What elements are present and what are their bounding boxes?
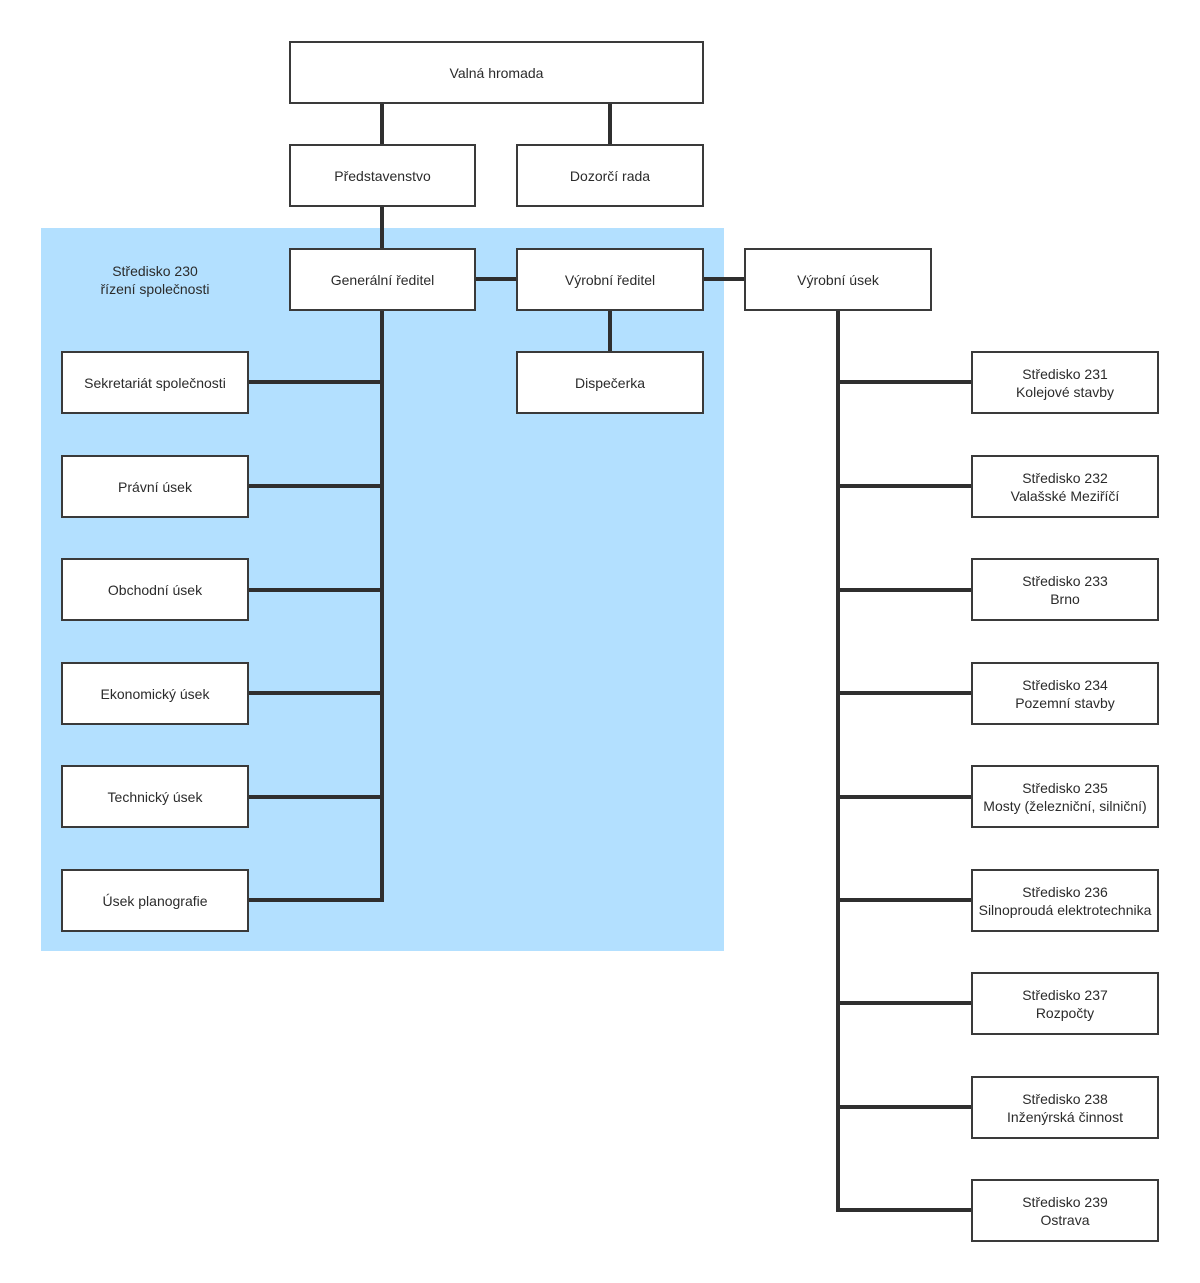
predstavenstvo-label: Představenstvo (334, 167, 431, 184)
center-code: Středisko 232 (1022, 469, 1108, 486)
center-name: Rozpočty (1035, 1004, 1095, 1021)
center-box-234: Středisko 234 Pozemní stavby (971, 662, 1159, 725)
region-label: Středisko 230 řízení společnosti (90, 262, 220, 298)
department-label: Obchodní úsek (107, 581, 203, 598)
center-box-232: Středisko 232 Valašské Meziříčí (971, 455, 1159, 518)
department-box: Obchodní úsek (61, 558, 249, 621)
department-box: Právní úsek (61, 455, 249, 518)
dozorci-rada-box: Dozorčí rada (516, 144, 704, 207)
center-code: Středisko 237 (1022, 986, 1108, 1003)
vyrobni-usek-label: Výrobní úsek (797, 271, 879, 288)
center-box-238: Středisko 238 Inženýrská činnost (971, 1076, 1159, 1139)
vyrobni-usek-box: Výrobní úsek (744, 248, 932, 311)
center-code: Středisko 234 (1022, 676, 1108, 693)
department-label: Sekretariát společnosti (84, 374, 226, 391)
center-name: Kolejové stavby (1015, 383, 1115, 400)
department-label: Úsek planografie (102, 892, 208, 909)
center-name: Brno (1050, 590, 1080, 607)
department-box: Technický úsek (61, 765, 249, 828)
department-box: Sekretariát společnosti (61, 351, 249, 414)
valna-hromada-box: Valná hromada (289, 41, 704, 104)
region-label-line2: řízení společnosti (100, 281, 210, 297)
center-name: Silnoproudá elektrotechnika (978, 901, 1152, 918)
department-label: Ekonomický úsek (100, 685, 210, 702)
department-box: Úsek planografie (61, 869, 249, 932)
vyrobni-reditel-box: Výrobní ředitel (516, 248, 704, 311)
center-name: Ostrava (1040, 1211, 1090, 1228)
center-name: Valašské Meziříčí (1010, 487, 1120, 504)
department-box: Ekonomický úsek (61, 662, 249, 725)
center-box-237: Středisko 237 Rozpočty (971, 972, 1159, 1035)
center-code: Středisko 239 (1022, 1193, 1108, 1210)
valna-hromada-label: Valná hromada (449, 64, 544, 81)
center-code: Středisko 233 (1022, 572, 1108, 589)
center-name: Pozemní stavby (1015, 694, 1115, 711)
dozorci-rada-label: Dozorčí rada (569, 167, 651, 184)
center-code: Středisko 236 (1022, 883, 1108, 900)
center-box-235: Středisko 235 Mosty (železniční, silničn… (971, 765, 1159, 828)
region-label-line1: Středisko 230 (112, 263, 198, 279)
department-label: Technický úsek (107, 788, 203, 805)
center-box-233: Středisko 233 Brno (971, 558, 1159, 621)
predstavenstvo-box: Představenstvo (289, 144, 476, 207)
center-box-236: Středisko 236 Silnoproudá elektrotechnik… (971, 869, 1159, 932)
center-box-231: Středisko 231 Kolejové stavby (971, 351, 1159, 414)
vyrobni-reditel-label: Výrobní ředitel (564, 271, 656, 288)
center-code: Středisko 238 (1022, 1090, 1108, 1107)
generalni-reditel-box: Generální ředitel (289, 248, 476, 311)
center-name: Inženýrská činnost (1007, 1108, 1123, 1125)
generalni-reditel-label: Generální ředitel (330, 271, 435, 288)
center-name: Mosty (železniční, silniční) (983, 797, 1147, 814)
center-code: Středisko 235 (1022, 779, 1108, 796)
dispecerka-label: Dispečerka (574, 374, 646, 391)
center-code: Středisko 231 (1022, 365, 1108, 382)
dispecerka-box: Dispečerka (516, 351, 704, 414)
center-box-239: Středisko 239 Ostrava (971, 1179, 1159, 1242)
department-label: Právní úsek (118, 478, 192, 495)
